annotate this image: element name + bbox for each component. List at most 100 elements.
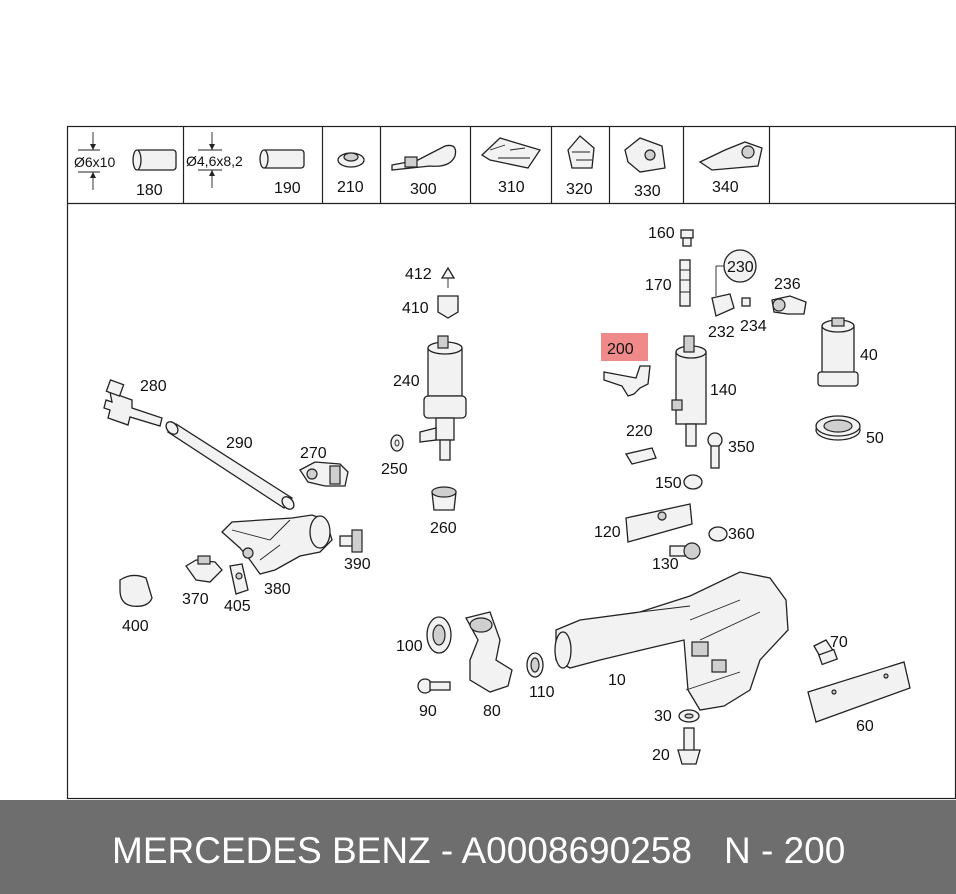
part-280-t-fitting[interactable]: 280 [103,378,167,427]
part-10-reservoir[interactable]: 10 [554,571,789,711]
label-360: 360 [728,526,755,543]
label-234: 234 [740,318,767,335]
part-310-clip[interactable]: 310 [480,137,542,196]
part-90-screw[interactable]: 90 [417,678,451,720]
part-160-bolt[interactable]: 160 [648,225,694,247]
header-num-310: 310 [498,179,525,196]
part-370-connector[interactable]: 370 [182,555,223,608]
label-140: 140 [710,382,737,399]
label-20: 20 [652,747,670,764]
label-30: 30 [654,708,672,725]
part-410-connector[interactable]: 410 [402,295,459,319]
label-230: 230 [727,259,754,276]
part-150-grommet[interactable]: 150 [655,474,703,492]
label-412: 412 [405,266,432,283]
part-180-tube[interactable]: Ø6x10 180 [74,132,177,199]
header-num-320: 320 [566,181,593,198]
part-236-cap[interactable]: 236 [771,276,807,315]
label-236: 236 [774,276,801,293]
part-320-clip[interactable]: 320 [566,135,595,198]
label-60: 60 [856,718,874,735]
part-360-grommet[interactable]: 360 [708,526,755,543]
part-80-arm[interactable]: 80 [465,611,513,720]
label-130: 130 [652,556,679,573]
header-num-190: 190 [274,180,301,197]
header-num-300: 300 [410,181,437,198]
label-270: 270 [300,445,327,462]
part-270-nozzle[interactable]: 270 [299,445,349,487]
label-170: 170 [645,277,672,294]
part-20-screw[interactable]: 20 [652,727,701,765]
label-370: 370 [182,591,209,608]
part-130-screw[interactable]: 130 [652,542,701,573]
label-200[interactable]: 200 [607,341,634,358]
footer-part-number: MERCEDES BENZ - A0008690258 [112,830,692,871]
part-340-clip[interactable]: 340 [698,141,763,196]
part-100-gear[interactable]: 100 [396,616,452,655]
label-100: 100 [396,638,423,655]
label-290: 290 [226,435,253,452]
header-strip: Ø6x10 180 Ø4,6x8,2 190 210 300 [67,126,956,205]
part-190-tube[interactable]: Ø4,6x8,2 190 [186,132,305,197]
header-num-330: 330 [634,183,661,200]
label-220: 220 [626,423,653,440]
header-dim-180: Ø6x10 [74,154,115,170]
part-350-screw[interactable]: 350 [707,432,755,469]
label-350: 350 [728,439,755,456]
label-40: 40 [860,347,878,364]
label-280: 280 [140,378,167,395]
label-70: 70 [830,634,848,651]
part-405-plate[interactable]: 405 [224,563,251,615]
parts-diagram: Ø6x10 180 Ø4,6x8,2 190 210 300 [66,125,956,800]
part-60-plate[interactable]: 60 [807,661,911,735]
part-260-grommet[interactable]: 260 [430,486,457,537]
part-230-group[interactable]: 230 [715,249,757,296]
part-234-pin[interactable]: 234 [740,297,767,335]
part-210-grommet[interactable]: 210 [337,152,365,196]
part-330-clip[interactable]: 330 [624,137,666,200]
label-110: 110 [529,684,555,701]
footer-bar: MERCEDES BENZ - A0008690258 N - 200 [0,800,956,894]
part-390-screw[interactable]: 390 [339,529,371,573]
part-290-hose[interactable]: 290 [164,419,297,511]
label-120: 120 [594,524,621,541]
part-380-bracket[interactable]: 380 [221,514,333,598]
label-10: 10 [608,672,626,689]
part-140-pump[interactable]: 140 [671,335,737,447]
label-405: 405 [224,598,251,615]
highlight-200 [601,333,648,361]
header-dim-190: Ø4,6x8,2 [186,153,243,169]
label-250: 250 [381,461,408,478]
footer-position: N - 200 [724,830,846,871]
part-232-connector[interactable]: 232 [708,293,735,341]
label-160: 160 [648,225,675,242]
label-260: 260 [430,520,457,537]
part-300-cable-tie[interactable]: 300 [391,144,457,198]
label-410: 410 [402,300,429,317]
label-390: 390 [344,556,371,573]
part-110-seal[interactable]: 110 [526,652,555,701]
label-400: 400 [122,618,149,635]
part-240-pump[interactable]: 240 [393,335,467,461]
part-400-cap[interactable]: 400 [119,574,153,635]
label-80: 80 [483,703,501,720]
label-232: 232 [708,324,735,341]
label-150: 150 [655,475,682,492]
part-120-bracket[interactable]: 120 [594,503,693,543]
part-170-fitting[interactable]: 170 [645,259,691,307]
part-50-seal-ring[interactable]: 50 [815,415,884,447]
part-250-washer[interactable]: 250 [381,434,408,478]
header-num-180: 180 [136,182,163,199]
part-70-screw[interactable]: 70 [813,634,848,666]
part-412-cap[interactable]: 412 [405,266,456,288]
part-220-valve[interactable]: 220 [624,423,657,465]
part-40-filter[interactable]: 40 [817,317,878,387]
label-240: 240 [393,373,420,390]
header-num-340: 340 [712,179,739,196]
label-380: 380 [264,581,291,598]
label-90: 90 [419,703,437,720]
part-200-t-piece[interactable] [603,365,651,397]
label-50: 50 [866,430,884,447]
header-num-210: 210 [337,179,364,196]
part-30-washer[interactable]: 30 [654,708,700,725]
